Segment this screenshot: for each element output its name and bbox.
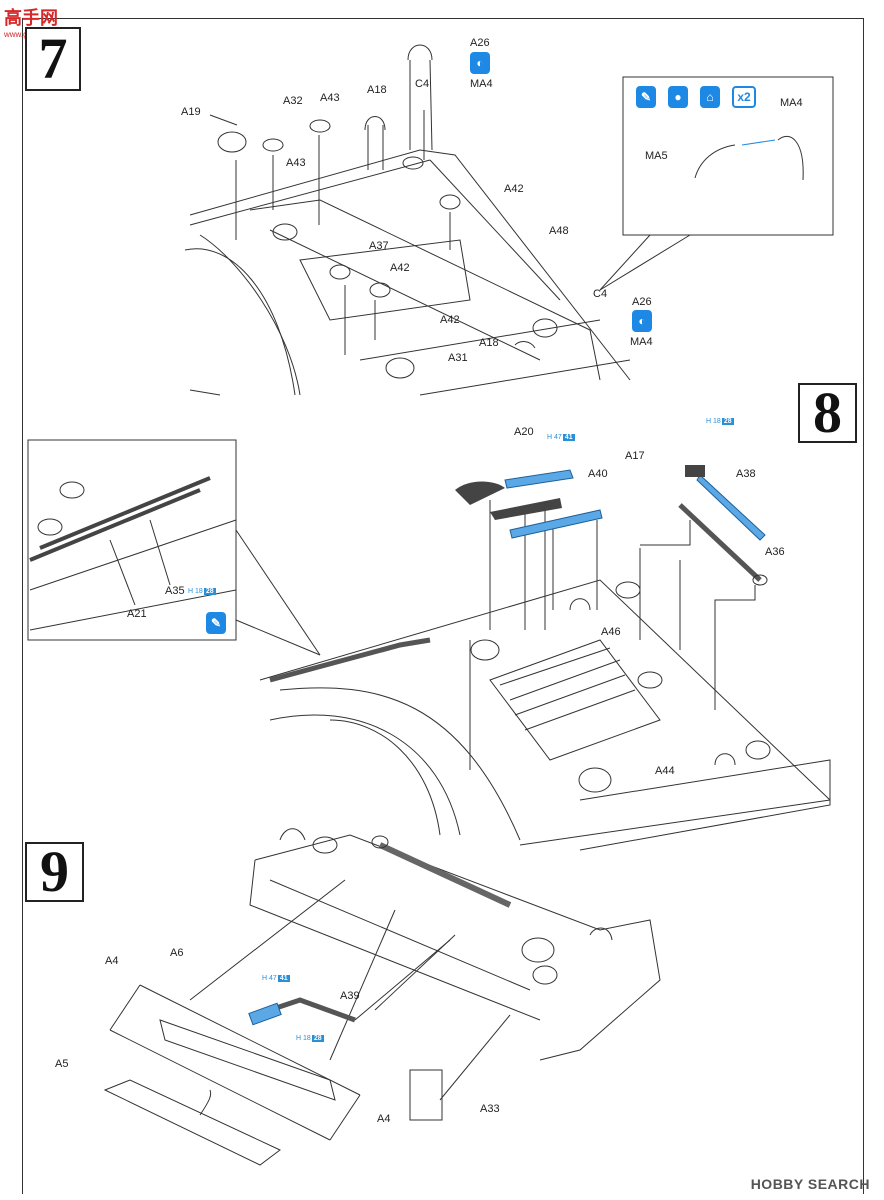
- label-a4-2: A4: [377, 1113, 391, 1125]
- drop-icon: ●: [668, 86, 688, 108]
- label-a6: A6: [170, 947, 184, 959]
- step-number-9: 9: [25, 842, 84, 902]
- multiplier-badge: x2: [732, 86, 756, 108]
- watermark-brand: 高手网: [4, 8, 58, 28]
- hobbysearch-logo: HOBBY SEARCH: [750, 1176, 870, 1192]
- step-number-7: 7: [25, 27, 81, 91]
- page-frame: [22, 18, 864, 1194]
- label-ma4: MA4: [470, 78, 493, 90]
- label-a48: A48: [549, 225, 569, 237]
- glue-icon: ◐: [470, 52, 490, 74]
- brush-icon: ✎: [636, 86, 656, 108]
- label-a44: A44: [655, 765, 675, 777]
- label-a5: A5: [55, 1058, 69, 1070]
- label-a42-2: A42: [390, 262, 410, 274]
- label-a37: A37: [369, 240, 389, 252]
- label-a38: A38: [736, 468, 756, 480]
- label-a42: A42: [504, 183, 524, 195]
- label-a46: A46: [601, 626, 621, 638]
- heat-icon: ⌂: [700, 86, 720, 108]
- callout-label-ma5: MA5: [645, 150, 668, 162]
- step-number-8: 8: [798, 383, 857, 443]
- label-a19: A19: [181, 106, 201, 118]
- brush-icon: ✎: [206, 612, 226, 634]
- callout-label-ma4: MA4: [780, 97, 803, 109]
- glue-icon: ◐: [632, 310, 652, 332]
- label-a43: A43: [320, 92, 340, 104]
- label-a18: A18: [367, 84, 387, 96]
- label-c4-2: C4: [593, 288, 608, 300]
- label-a18-2: A18: [479, 337, 499, 349]
- label-a35: A35: [165, 585, 185, 597]
- label-a39: A39: [340, 990, 360, 1002]
- label-a32: A32: [283, 95, 303, 107]
- label-a40: A40: [588, 468, 608, 480]
- label-a42-3: A42: [440, 314, 460, 326]
- label-a33: A33: [480, 1103, 500, 1115]
- label-a31: A31: [448, 352, 468, 364]
- label-a20: A20: [514, 426, 534, 438]
- label-a4: A4: [105, 955, 119, 967]
- label-a17: A17: [625, 450, 645, 462]
- label-a21: A21: [127, 608, 147, 620]
- label-a36: A36: [765, 546, 785, 558]
- label-c4: C4: [415, 78, 430, 90]
- label-a43-2: A43: [286, 157, 306, 169]
- label-a26-2: A26: [632, 296, 652, 308]
- label-a26: A26: [470, 37, 490, 49]
- label-ma4-2: MA4: [630, 336, 653, 348]
